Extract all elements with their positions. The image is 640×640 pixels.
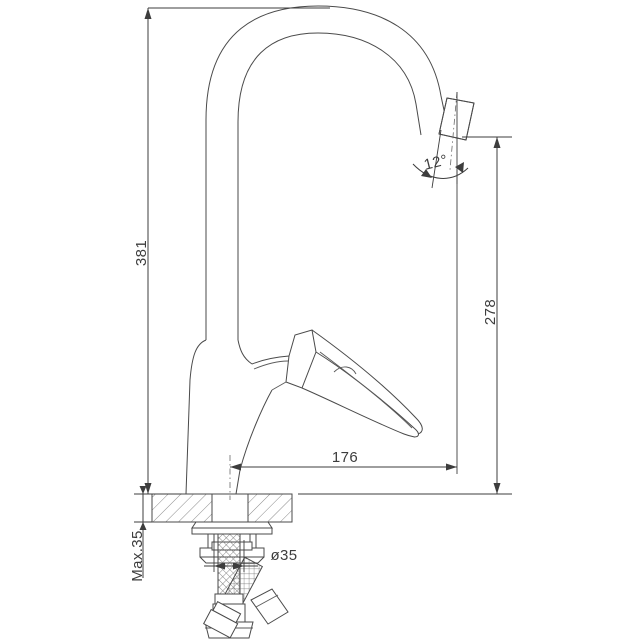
dimension-label-dia35: ø35 bbox=[270, 547, 297, 564]
tap-body bbox=[185, 339, 273, 495]
dimension-label-176: 176 bbox=[332, 449, 358, 466]
countertop bbox=[151, 493, 293, 523]
dimension-overall-height: 381 bbox=[133, 7, 330, 495]
dimension-label-381: 381 bbox=[133, 240, 150, 266]
dimension-outlet-angle: 12° bbox=[412, 92, 469, 189]
dimension-label-12deg: 12° bbox=[422, 151, 449, 173]
dimension-spout-reach: 176 bbox=[229, 170, 458, 500]
dimension-mounting-hole-diameter: ø35 bbox=[204, 540, 297, 572]
dimension-label-max35: Max.35 bbox=[129, 530, 146, 582]
dimension-label-278: 278 bbox=[482, 299, 499, 325]
spout-outlet bbox=[438, 91, 475, 171]
lever-handle bbox=[251, 329, 423, 438]
flexible-hoses bbox=[202, 533, 289, 639]
dimension-max-counter-thickness: Max.35 bbox=[129, 486, 152, 582]
dimension-outlet-height: 278 bbox=[298, 136, 512, 495]
spout-arch bbox=[205, 5, 449, 340]
